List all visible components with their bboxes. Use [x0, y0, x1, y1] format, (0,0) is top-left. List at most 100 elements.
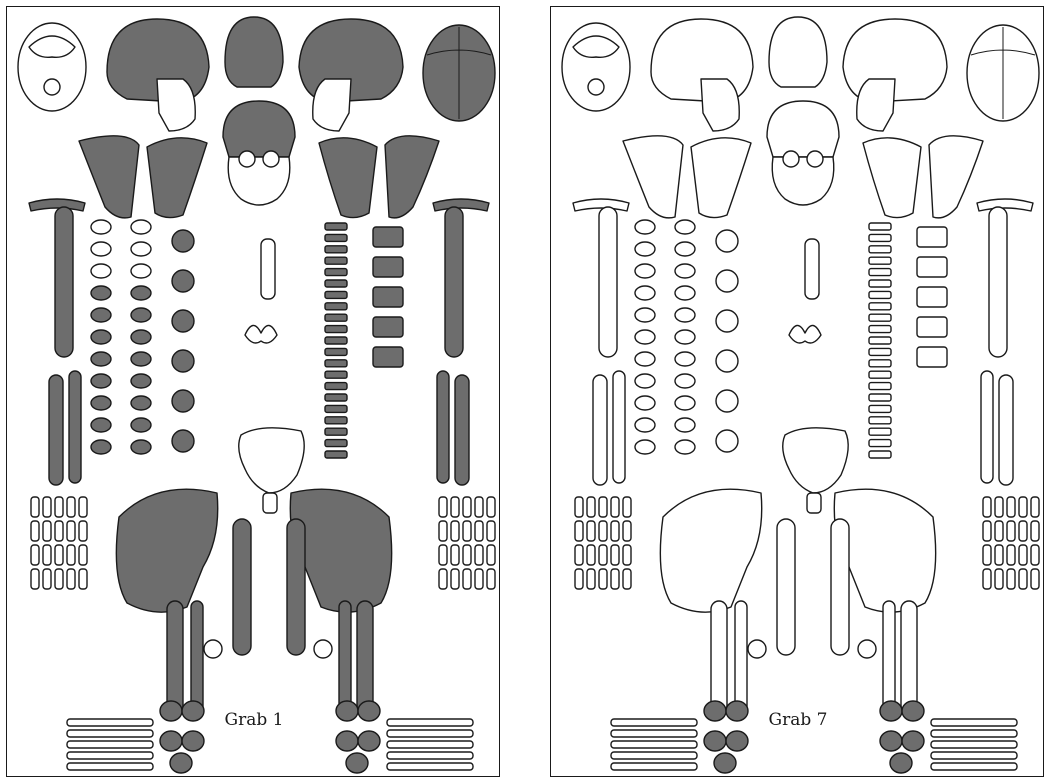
rib-segment [869, 348, 891, 355]
hand-left-bone [1031, 521, 1039, 541]
vertebra-lumbar [172, 390, 194, 412]
vertebra-col2 [131, 286, 151, 300]
vertebra-lumbar [716, 390, 738, 412]
rib-segment [325, 383, 347, 390]
radius-right [49, 375, 63, 485]
vertebra-col1 [91, 418, 111, 432]
hand-left-bone [1019, 497, 1027, 517]
rib-segment [325, 371, 347, 378]
tarsal-left [336, 731, 358, 751]
rib-segment [869, 371, 891, 378]
scapula-left-anterior [319, 138, 377, 218]
rib-segment [325, 303, 347, 310]
rib-segment [869, 428, 891, 435]
vertebra-col2 [131, 330, 151, 344]
hand-right-bone [43, 545, 51, 565]
hand-left-bone [1019, 569, 1027, 589]
sternum [805, 239, 819, 299]
rib-segment [869, 269, 891, 276]
hand-left-bone [983, 569, 991, 589]
vertebra-col1 [91, 220, 111, 234]
vertebra-col1 [635, 264, 655, 278]
hand-left-bone [1031, 569, 1039, 589]
vertebra-col2 [675, 242, 695, 256]
hand-right-bone [67, 497, 75, 517]
vertebra-col2 [675, 330, 695, 344]
hand-right-bone [79, 545, 87, 565]
hyoid [245, 325, 277, 343]
hand-right-bone [575, 497, 583, 517]
hand-right-bone [623, 497, 631, 517]
vertebra-col2 [675, 308, 695, 322]
tarsal-left [346, 753, 368, 773]
sacrum [783, 428, 848, 493]
scapula-right-anterior [147, 138, 207, 218]
rib-segment [325, 440, 347, 447]
hand-right-bone [611, 521, 619, 541]
scapula-left-posterior [385, 136, 439, 218]
tibia-right [711, 601, 727, 713]
rib-segment [869, 257, 891, 264]
hand-left-bone [475, 569, 483, 589]
vertebra-col2 [131, 440, 151, 454]
hand-right-bone [623, 521, 631, 541]
hand-left-bone [439, 569, 447, 589]
vertebra-col2 [131, 418, 151, 432]
hand-right-bone [55, 497, 63, 517]
vertebral-body [373, 257, 403, 277]
tarsal-right [704, 731, 726, 751]
rib-segment [869, 417, 891, 424]
hand-right-bone [55, 521, 63, 541]
vertebra-col2 [131, 352, 151, 366]
panel-label-grab-7: Grab 7 [551, 710, 1045, 730]
clavicle-right [29, 199, 85, 211]
foot-right-ray [67, 730, 153, 737]
hand-right-bone [611, 569, 619, 589]
vertebra-lumbar [716, 430, 738, 452]
hand-left-bone [451, 569, 459, 589]
hand-right-bone [587, 545, 595, 565]
hand-left-bone [475, 521, 483, 541]
femur-right [777, 519, 795, 655]
skeleton-panel-grab-1: Grab 1 [6, 6, 500, 777]
foot-left-ray [387, 741, 473, 748]
vertebra-col2 [131, 396, 151, 410]
hand-right-bone [599, 569, 607, 589]
vertebra-col2 [675, 396, 695, 410]
hand-right-bone [587, 569, 595, 589]
hand-right-bone [599, 545, 607, 565]
vertebra-col2 [675, 352, 695, 366]
hand-left-bone [1019, 545, 1027, 565]
fibula-right [735, 601, 747, 713]
rib-segment [325, 451, 347, 458]
tarsal-left [880, 731, 902, 751]
fibula-left [339, 601, 351, 713]
rib-segment [325, 337, 347, 344]
vertebra-lumbar [172, 230, 194, 252]
fibula-left [883, 601, 895, 713]
orbit-right [239, 151, 255, 167]
vertebra-col1 [91, 264, 111, 278]
foot-right-ray [611, 741, 697, 748]
panel-label-grab-1: Grab 1 [7, 710, 501, 730]
ulna-right [69, 371, 81, 483]
hand-right-bone [587, 497, 595, 517]
cranium-frontal [223, 101, 295, 157]
hand-right-bone [575, 569, 583, 589]
scapula-right-posterior [623, 136, 683, 218]
hand-left-bone [1007, 497, 1015, 517]
femur-right [233, 519, 251, 655]
vertebral-body [917, 287, 947, 307]
radius-right [593, 375, 607, 485]
hand-right-bone [587, 521, 595, 541]
vertebra-col1 [91, 330, 111, 344]
femur-left [287, 519, 305, 655]
hand-right-bone [575, 545, 583, 565]
rib-segment [325, 257, 347, 264]
tarsal-right [160, 731, 182, 751]
rib-segment [869, 314, 891, 321]
vertebra-lumbar [172, 310, 194, 332]
hand-left-bone [463, 545, 471, 565]
ulna-left [437, 371, 449, 483]
hand-left-bone [475, 497, 483, 517]
